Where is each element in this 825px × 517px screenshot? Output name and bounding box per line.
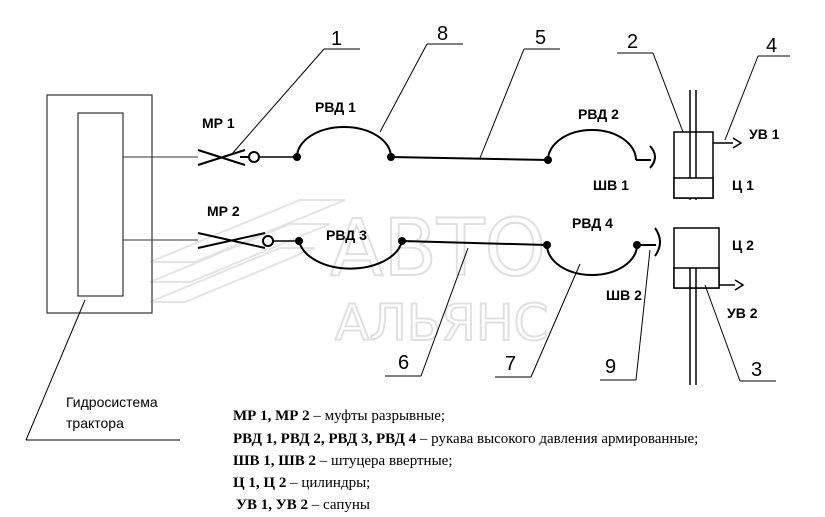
label-c1: Ц 1 xyxy=(732,177,754,193)
hose-rvd2 xyxy=(547,129,637,161)
coupling-mr1 xyxy=(197,149,296,166)
watermark-text-1: АВТО xyxy=(330,204,546,294)
callout-7: 7 xyxy=(505,353,516,375)
label-mr1: МР 1 xyxy=(202,115,235,131)
callout-3: 3 xyxy=(751,359,762,381)
label-rvd4: РВД 4 xyxy=(572,215,613,231)
label-rvd2: РВД 2 xyxy=(578,106,619,122)
legend-row: УВ 1, УВ 2 – сапуны xyxy=(236,497,370,513)
label-uv2: УВ 2 xyxy=(727,305,758,321)
legend-key: РВД 1, РВД 2, РВД 3, РВД 4 xyxy=(233,431,417,447)
callout-8: 8 xyxy=(437,23,448,45)
hose-rvd3 xyxy=(298,240,403,270)
legend-text: – муфты разрывные; xyxy=(310,408,445,424)
label-uv1: УВ 1 xyxy=(749,126,780,142)
legend-key: УВ 1, УВ 2 xyxy=(236,497,308,513)
legend-text: – штуцера ввертные; xyxy=(316,453,453,469)
callout-9: 9 xyxy=(605,356,616,378)
label-shv2: ШВ 2 xyxy=(606,287,642,303)
label-rvd3: РВД 3 xyxy=(326,227,367,243)
leader-lines xyxy=(25,43,790,441)
caption-line-2: трактора xyxy=(66,415,124,431)
legend-text: – рукава высокого давления армированные; xyxy=(416,431,698,447)
pipe-5 xyxy=(390,156,549,161)
coupling-mr2 xyxy=(197,232,298,249)
fitting-shv2 xyxy=(654,227,661,257)
legend-row: Ц 1, Ц 2 – цилиндры; xyxy=(233,475,370,491)
label-mr2: МР 2 xyxy=(207,203,240,219)
watermark-text-2: АЛЬЯНС xyxy=(335,294,548,352)
cylinder-c1 xyxy=(673,90,743,200)
label-rvd1: РВД 1 xyxy=(315,99,356,115)
legend-text: – сапуны xyxy=(308,497,370,513)
fitting-shv1 xyxy=(649,145,656,169)
label-c2: Ц 2 xyxy=(732,237,754,253)
legend-row: ШВ 1, ШВ 2 – штуцера ввертные; xyxy=(233,453,453,469)
watermark-logo xyxy=(149,199,346,303)
hose-rvd4 xyxy=(546,244,638,276)
legend: МР 1, МР 2 – муфты разрывные; РВД 1, РВД… xyxy=(233,408,698,513)
hose-rvd1 xyxy=(296,126,392,158)
cylinder-c2 xyxy=(673,227,745,385)
callout-5: 5 xyxy=(535,27,546,49)
tractor-hydraulics-inner-box xyxy=(77,112,124,297)
tractor-hydraulics-outer-box xyxy=(46,94,153,314)
legend-row: МР 1, МР 2 – муфты разрывные; xyxy=(233,408,445,424)
callout-2: 2 xyxy=(627,31,638,53)
legend-key: МР 1, МР 2 xyxy=(233,408,310,424)
callout-1: 1 xyxy=(331,28,342,50)
caption-line-1: Гидросистема xyxy=(66,394,158,410)
label-shv1: ШВ 1 xyxy=(593,177,629,193)
legend-row: РВД 1, РВД 2, РВД 3, РВД 4 – рукава высо… xyxy=(233,431,698,447)
callout-6: 6 xyxy=(398,352,409,374)
callout-4: 4 xyxy=(766,35,777,57)
legend-key: Ц 1, Ц 2 xyxy=(233,475,286,491)
pipe-6-7 xyxy=(401,240,548,246)
legend-key: ШВ 1, ШВ 2 xyxy=(233,453,316,469)
watermark: АВТО АЛЬЯНС xyxy=(149,199,549,353)
legend-text: – цилиндры; xyxy=(286,475,370,491)
